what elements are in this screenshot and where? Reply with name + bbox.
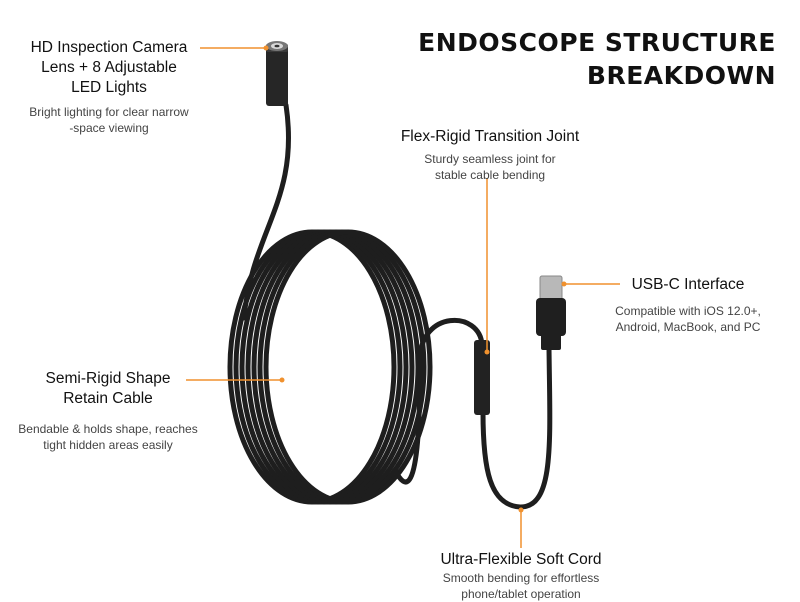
callout-cable-heading: Semi-Rigid Shape Retain Cable: [45, 370, 171, 407]
usb-c-connector: [536, 275, 566, 350]
callout-cable-description: Bendable & holds shape, reaches tight hi…: [18, 422, 198, 452]
callout-joint-description: Sturdy seamless joint for stable cable b…: [424, 152, 556, 182]
page-title: ENDOSCOPE STRUCTURE BREAKDOWN: [418, 26, 776, 92]
callout-joint-heading: Flex-Rigid Transition Joint: [400, 128, 580, 145]
soft-cord-lower: [480, 345, 553, 510]
callout-cable: Semi-Rigid Shape Retain Cable Bendable &…: [2, 369, 214, 453]
callout-usb-description: Compatible with iOS 12.0+, Android, MacB…: [615, 304, 761, 334]
soft-cord: [392, 317, 485, 485]
title-line-1: ENDOSCOPE STRUCTURE: [418, 28, 776, 57]
callout-usb-heading: USB-C Interface: [631, 276, 745, 293]
callout-camera: HD Inspection Camera Lens + 8 Adjustable…: [6, 38, 212, 136]
callout-cord-description: Smooth bending for effortless phone/tabl…: [442, 571, 600, 601]
camera-head: [266, 41, 288, 106]
callout-cord: Ultra-Flexible Soft Cord Smooth bending …: [412, 550, 630, 602]
semi-rigid-cable-coil: [227, 229, 433, 505]
callout-camera-description: Bright lighting for clear narrow -space …: [29, 105, 189, 135]
callout-camera-heading: HD Inspection Camera Lens + 8 Adjustable…: [30, 39, 188, 96]
camera-cable: [241, 102, 292, 321]
callout-usb: USB-C Interface Compatible with iOS 12.0…: [600, 275, 776, 335]
callout-joint: Flex-Rigid Transition Joint Sturdy seaml…: [372, 127, 608, 183]
title-line-2: BREAKDOWN: [586, 61, 776, 90]
transition-joint: [474, 340, 490, 415]
callout-lines: [186, 45, 620, 548]
callout-cord-heading: Ultra-Flexible Soft Cord: [440, 551, 602, 568]
